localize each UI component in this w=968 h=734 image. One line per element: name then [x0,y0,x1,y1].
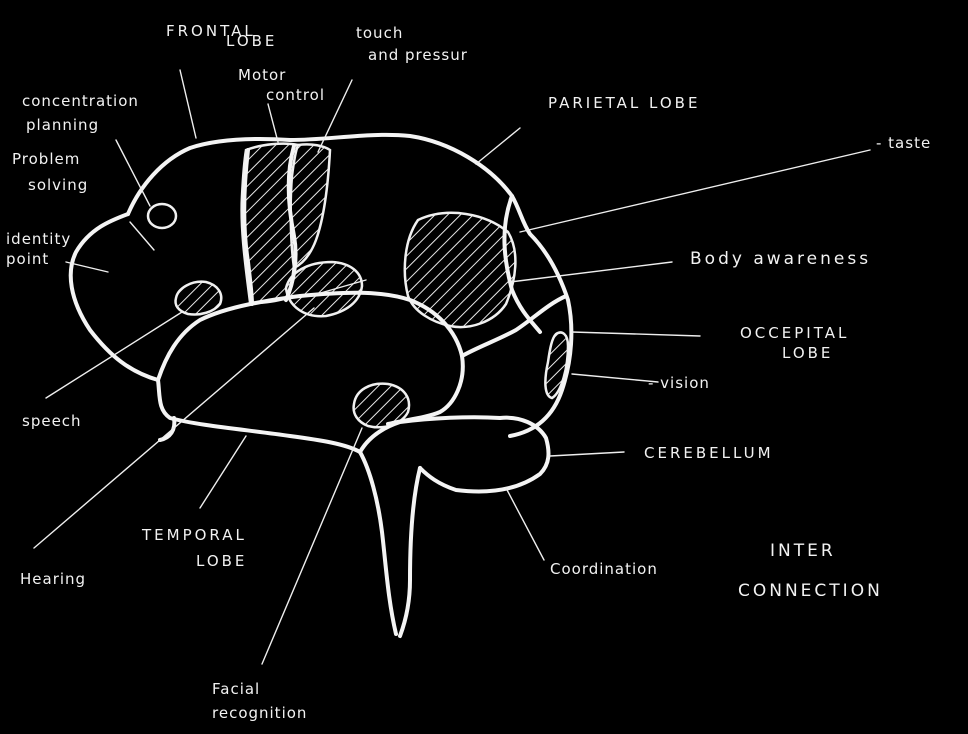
hearing-label: Hearing [20,570,86,588]
motor-control-label-line2: control [266,86,325,104]
problem-solving-label-line1: Problem [12,150,80,168]
cerebellum-label: CEREBELLUM [644,444,774,462]
inter-connection-label-line1: INTER [770,541,836,561]
concentration-label-line1: concentration [22,92,139,110]
occipital-lobe-label-line2: LOBE [782,344,833,362]
concentration-label-line2: planning [26,116,99,134]
inter-connection-label-line2: CONNECTION [738,581,883,601]
temporal-lobe-label-line2: LOBE [196,552,247,570]
body-awareness-region [405,213,516,327]
problem-solving-label-line2: solving [28,176,88,194]
parietal-lobe-label: PARIETAL LOBE [548,94,700,112]
coordination-label: Coordination [550,560,658,578]
facial-recognition-label-line1: Facial [212,680,260,698]
labels: FRONTAL LOBE Motor control touch and pre… [6,22,931,722]
touch-pressure-label-line2: and pressur [368,46,468,64]
speech-region [176,282,222,315]
identity-point-label-line1: identity [6,230,71,248]
occipital-lobe-label-line1: OCCEPITAL [740,324,849,342]
touch-pressure-label-line1: touch [356,24,403,42]
identity-point-label-line2: point [6,250,49,268]
motor-control-label-line1: Motor [238,66,286,84]
temporal-lobe-label-line1: TEMPORAL [141,526,247,544]
facial-recognition-label-line2: recognition [212,704,307,722]
speech-label: speech [22,412,82,430]
leader-lines [34,70,870,664]
concentration-region [148,204,176,228]
vision-label: - vision [648,374,710,392]
hearing-region [286,262,362,316]
frontal-lobe-label-line2: LOBE [226,32,277,50]
taste-label: - taste [876,134,931,152]
body-awareness-label: Body awareness [690,249,871,269]
